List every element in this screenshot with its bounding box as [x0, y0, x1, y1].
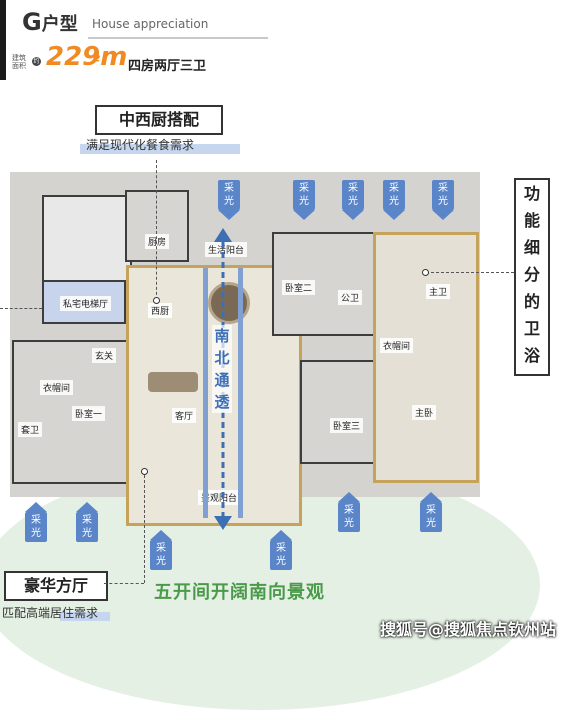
living-leader-h	[104, 583, 144, 584]
bath-char-4: 分	[523, 265, 540, 284]
light-label: 采光	[76, 512, 98, 542]
room-label-closet2: 衣帽间	[380, 338, 414, 353]
room-label-elevator: 私宅电梯厅	[60, 296, 112, 311]
bottom-light-badge-3: 采光	[150, 530, 172, 570]
room-label-service-balcony: 生活阳台	[205, 242, 248, 257]
light-label: 采光	[293, 180, 315, 210]
bottom-light-badge-1: 采光	[25, 502, 47, 542]
bath-char-7: 浴	[523, 346, 540, 365]
light-label: 采光	[150, 540, 172, 570]
light-arrow-icon	[218, 210, 240, 220]
light-arrow-icon	[25, 502, 47, 512]
elevator-hall	[42, 280, 126, 324]
bath-char-6: 卫	[523, 319, 540, 338]
unit-type-title: G户型	[22, 8, 78, 36]
light-label: 采光	[338, 502, 360, 532]
bath-leader-line	[426, 272, 514, 273]
south-view-text: 五开间开阔南向景观	[154, 582, 325, 603]
area-unit: ²	[93, 52, 101, 71]
living-sub-highlight	[60, 612, 110, 621]
living-callout-sub: 匹配高端居住需求	[2, 606, 99, 620]
light-arrow-icon	[342, 210, 364, 220]
light-arrow-icon	[383, 210, 405, 220]
bottom-light-badge-2: 采光	[76, 502, 98, 542]
room-label-closet1: 衣帽间	[40, 380, 74, 395]
light-label: 采光	[25, 512, 47, 542]
left-accent-bar	[0, 0, 6, 80]
bedroom2-block	[272, 232, 376, 336]
kitchen-room	[125, 190, 189, 262]
light-arrow-icon	[338, 492, 360, 502]
bottom-light-badge-4: 采光	[270, 530, 292, 570]
subtitle: House appreciation	[92, 17, 209, 31]
north-south-axis	[203, 228, 243, 530]
bath-char-3: 细	[523, 238, 540, 257]
top-light-badge-5: 采光	[432, 180, 454, 220]
sofa-icon	[148, 372, 198, 392]
bath-char-5: 的	[523, 292, 540, 311]
light-label: 采光	[420, 502, 442, 532]
room-label-master-bedroom: 主卧	[412, 405, 437, 420]
bottom-light-badge-6: 采光	[420, 492, 442, 532]
axis-char-3: 通	[214, 371, 230, 389]
room-label-kitchen: 厨房	[145, 234, 170, 249]
north-south-text: 南 北 通 透	[212, 325, 232, 413]
room-label-living: 客厅	[172, 408, 197, 423]
axis-char-1: 南	[214, 327, 230, 345]
bottom-light-badge-5: 采光	[338, 492, 360, 532]
light-arrow-icon	[293, 210, 315, 220]
light-label: 采光	[270, 540, 292, 570]
top-light-badge-1: 采光	[218, 180, 240, 220]
unit-letter: G	[22, 8, 42, 36]
bedroom3-block	[300, 360, 376, 464]
area-label: 建筑面积	[12, 54, 26, 70]
bath-char-2: 能	[523, 211, 540, 230]
header-divider	[88, 37, 268, 39]
axis-char-2: 北	[214, 349, 230, 367]
area-value: 229m	[46, 42, 128, 72]
room-label-western-kitchen: 西厨	[148, 303, 173, 318]
light-label: 采光	[432, 180, 454, 210]
top-light-badge-3: 采光	[342, 180, 364, 220]
light-arrow-icon	[150, 530, 172, 540]
room-label-foyer: 玄关	[92, 348, 117, 363]
room-label-master-bath: 主卫	[426, 284, 451, 299]
living-leader-dot	[141, 468, 148, 475]
kitchen-leader-line	[156, 160, 157, 300]
bath-char-1: 功	[523, 184, 540, 203]
living-callout: 豪华方厅	[4, 571, 108, 601]
kitchen-sub-highlight	[80, 144, 240, 154]
room-label-ensuite: 套卫	[18, 422, 43, 437]
room-label-bedroom2: 卧室二	[282, 280, 316, 295]
stair-area	[42, 195, 132, 289]
axis-char-4: 透	[214, 393, 230, 411]
living-leader-v	[144, 470, 145, 583]
bath-leader-dot	[422, 269, 429, 276]
light-label: 采光	[342, 180, 364, 210]
kitchen-leader-dot	[153, 297, 160, 304]
kitchen-callout-sub: 满足现代化餐食需求	[86, 138, 195, 152]
room-label-bedroom1: 卧室一	[72, 406, 106, 421]
light-arrow-icon	[270, 530, 292, 540]
light-label: 采光	[218, 180, 240, 210]
top-light-badge-2: 采光	[293, 180, 315, 220]
layout-description: 四房两厅三卫	[128, 59, 207, 74]
room-label-view-balcony: 景观阳台	[198, 490, 241, 505]
room-label-public-bath: 公卫	[338, 290, 363, 305]
watermark: 搜狐号@搜狐焦点钦州站	[380, 620, 557, 639]
area-approx-badge: 约	[32, 57, 41, 66]
unit-type-suffix: 户型	[41, 14, 78, 35]
light-arrow-icon	[76, 502, 98, 512]
elevator-leader-line	[0, 308, 42, 309]
light-arrow-icon	[420, 492, 442, 502]
top-light-badge-4: 采光	[383, 180, 405, 220]
light-label: 采光	[383, 180, 405, 210]
bath-callout: 功 能 细 分 的 卫 浴	[514, 178, 550, 376]
light-arrow-icon	[432, 210, 454, 220]
kitchen-callout: 中西厨搭配	[95, 105, 223, 135]
room-label-bedroom3: 卧室三	[330, 418, 364, 433]
